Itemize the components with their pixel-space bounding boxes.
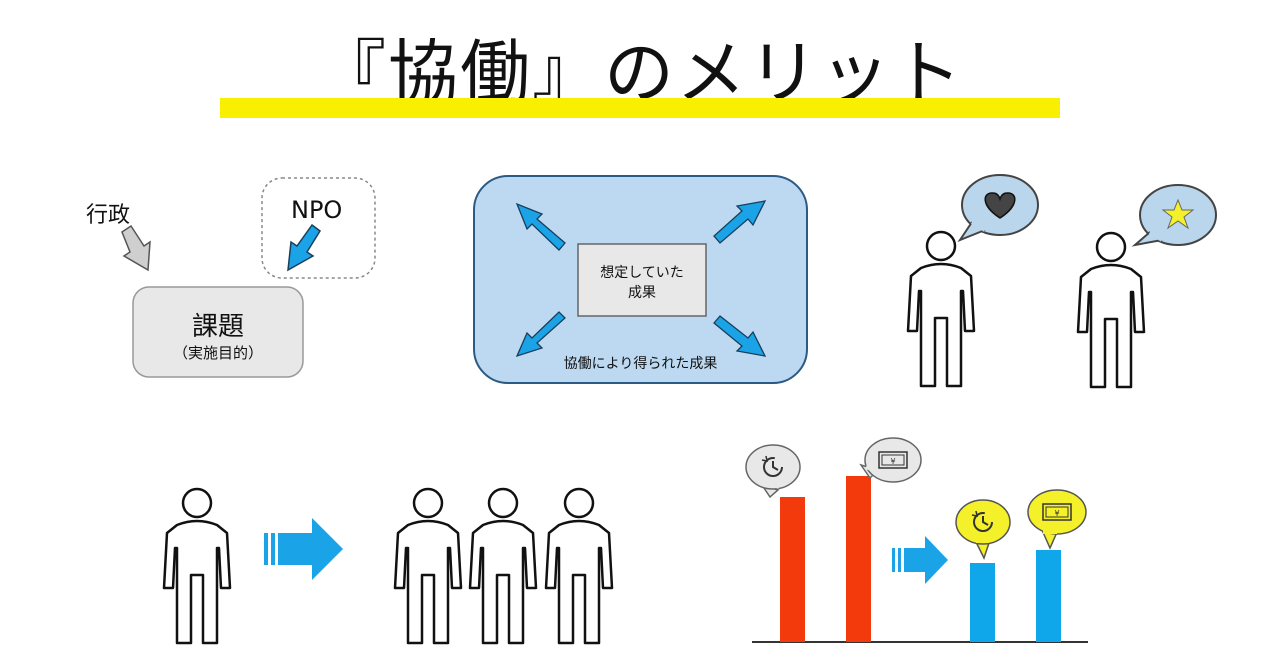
clock-icon <box>971 510 993 532</box>
npo-dashed-box <box>261 177 376 279</box>
money-icon: ¥ <box>1042 503 1072 521</box>
arrow-down-right-icon <box>713 315 767 357</box>
panel-values <box>906 174 1217 389</box>
person-figure <box>544 487 614 645</box>
issue-subtitle: （実施目的） <box>172 344 263 362</box>
panel-goal <box>121 177 376 378</box>
heart-icon <box>984 192 1016 219</box>
bar-cost-after <box>1036 550 1061 642</box>
arrow-down-left-icon <box>515 311 566 358</box>
money-icon: ¥ <box>878 451 908 469</box>
gov-label: 行政 <box>86 203 131 228</box>
bubble-money-before: ¥ <box>859 437 922 483</box>
expected-outcome-line1: 想定していた <box>600 265 684 281</box>
issue-title: 課題 <box>191 312 244 342</box>
npo-arrow-icon <box>287 223 321 272</box>
collab-outcome-label: 協働により得られた成果 <box>563 356 718 372</box>
panel-efficiency: ¥ ¥ <box>745 437 1088 643</box>
title-highlight-bar <box>220 98 1060 118</box>
panel-outcome <box>473 175 808 384</box>
person-figure <box>1076 231 1146 389</box>
bubble-clock-before <box>745 444 801 499</box>
clock-icon <box>761 455 783 477</box>
svg-text:¥: ¥ <box>890 457 895 466</box>
person-figure <box>393 487 463 645</box>
person-figure <box>906 230 976 388</box>
person-figure <box>162 487 232 645</box>
expand-arrows <box>515 200 767 358</box>
arrow-up-left-icon <box>515 202 566 251</box>
expected-outcome-box <box>577 243 707 317</box>
person-figure <box>468 487 538 645</box>
issue-box <box>132 286 304 378</box>
bar-time-before <box>780 497 805 642</box>
expected-outcome-line2: 成果 <box>628 285 656 301</box>
bubble-money-after: ¥ <box>1027 489 1087 550</box>
bar-time-after <box>970 563 995 642</box>
right-arrow-icon <box>264 518 343 580</box>
star-icon <box>1161 198 1195 230</box>
bubble-star <box>1131 184 1217 247</box>
gov-arrow-icon <box>121 224 151 272</box>
bubble-clock-after <box>955 499 1011 560</box>
npo-label: NPO <box>291 196 343 224</box>
bubble-heart <box>957 174 1039 243</box>
bar-cost-before <box>846 476 871 642</box>
arrow-up-right-icon <box>713 200 767 244</box>
panel-growth <box>162 487 614 645</box>
right-arrow-icon <box>892 536 948 584</box>
svg-text:¥: ¥ <box>1054 509 1059 518</box>
